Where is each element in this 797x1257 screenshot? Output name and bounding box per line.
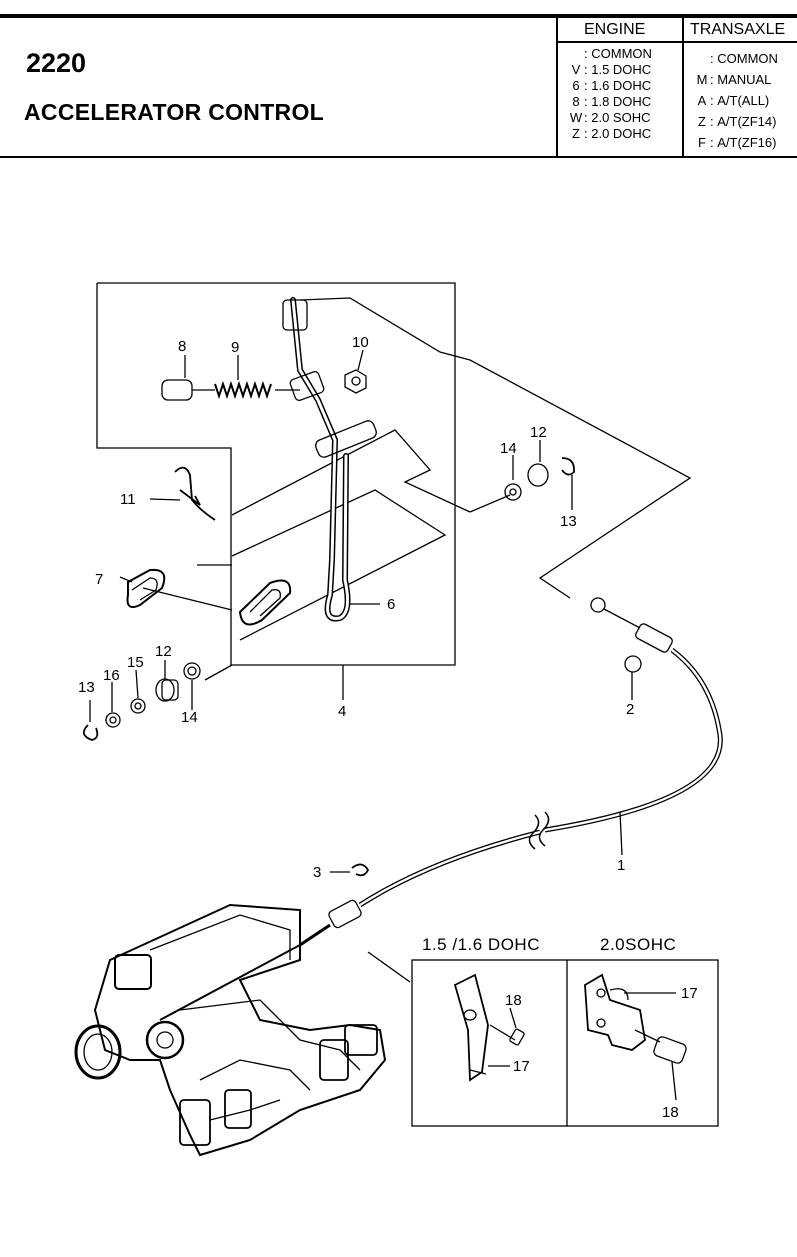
legend-row: 6: 1.6 DOHC (572, 78, 652, 93)
callout-18-right: 18 (662, 1104, 679, 1121)
page-header: 2220 ACCELERATOR CONTROL ENGINE TRANSAXL… (0, 0, 797, 160)
callout-6: 6 (387, 596, 395, 613)
callout-1: 1 (617, 857, 625, 874)
transaxle-column-header: TRANSAXLE (690, 21, 786, 38)
callout-14-lower: 14 (181, 709, 198, 726)
legend-row: A: A/T(ALL) (697, 93, 770, 108)
callout-18-left: 18 (505, 992, 522, 1009)
bracket-inset-box (411, 959, 719, 1127)
legend-row: : COMMON (710, 51, 778, 66)
bracket-bolt-right (653, 1036, 687, 1064)
callout-17-left: 17 (513, 1058, 530, 1075)
header-top-rule (0, 14, 797, 18)
legend-row: W: 2.0 SOHC (569, 110, 651, 125)
accelerator-cable (544, 648, 723, 833)
engine-column-header: ENGINE (584, 21, 646, 38)
callout-17-right: 17 (681, 985, 698, 1002)
inset-label-sohc: 2.0SOHC (600, 935, 676, 954)
bracket-bolt-left (509, 1028, 525, 1046)
callout-14-upper: 14 (500, 440, 517, 457)
exploded-parts-diagram: 1 2 3 4 6 7 8 9 10 11 12 13 14 12 13 14 … (74, 282, 723, 1157)
legend-row: M: MANUAL (696, 72, 772, 87)
legend-row: 8: 1.8 DOHC (572, 94, 652, 109)
nut (344, 369, 367, 394)
legend-row: Z: A/T(ZF14) (698, 114, 777, 129)
header-bottom-rule (0, 156, 797, 158)
pivot-bolt (161, 379, 193, 401)
return-spring (214, 380, 272, 400)
inset-label-dohc: 1.5 /1.6 DOHC (422, 935, 540, 954)
callout-10: 10 (352, 334, 369, 351)
legend-row: F: A/T(ZF16) (698, 135, 777, 150)
callout-12-upper: 12 (530, 424, 547, 441)
callout-16: 16 (103, 667, 120, 684)
pedal-pad (126, 568, 166, 608)
intake-manifold (93, 903, 387, 1157)
section-title: ACCELERATOR CONTROL (24, 99, 325, 125)
legend-row: : COMMON (584, 46, 652, 61)
callout-2: 2 (626, 701, 634, 718)
callout-4: 4 (338, 703, 346, 720)
callout-3: 3 (313, 864, 321, 881)
section-code: 2220 (26, 48, 87, 78)
callout-7: 7 (95, 571, 103, 588)
callout-13-lower: 13 (78, 679, 95, 696)
callout-9: 9 (231, 339, 239, 356)
pedal-clip (174, 466, 216, 521)
grommet (624, 655, 642, 673)
transaxle-legend-list: : COMMON M: MANUAL A: A/T(ALL) Z: A/T(ZF… (694, 48, 797, 153)
cable-adjuster (635, 623, 673, 653)
callout-15: 15 (127, 654, 144, 671)
callout-8: 8 (178, 338, 186, 355)
callout-13-upper: 13 (560, 513, 577, 530)
throttle-lever (145, 1020, 185, 1060)
applicability-legend: ENGINE TRANSAXLE : COMMON V: 1.5 DOHC 6:… (556, 18, 797, 156)
legend-row: V: 1.5 DOHC (571, 62, 652, 77)
pivot-bracket (282, 299, 308, 331)
engine-legend-list: : COMMON V: 1.5 DOHC 6: 1.6 DOHC 8: 1.8 … (568, 46, 678, 142)
pivot-bushing (315, 420, 377, 458)
cable-clip (351, 863, 370, 877)
callout-11: 11 (120, 491, 136, 508)
throttle-bore (74, 1024, 122, 1080)
legend-row: Z: 2.0 DOHC (572, 126, 652, 141)
callout-12-lower: 12 (155, 643, 172, 660)
